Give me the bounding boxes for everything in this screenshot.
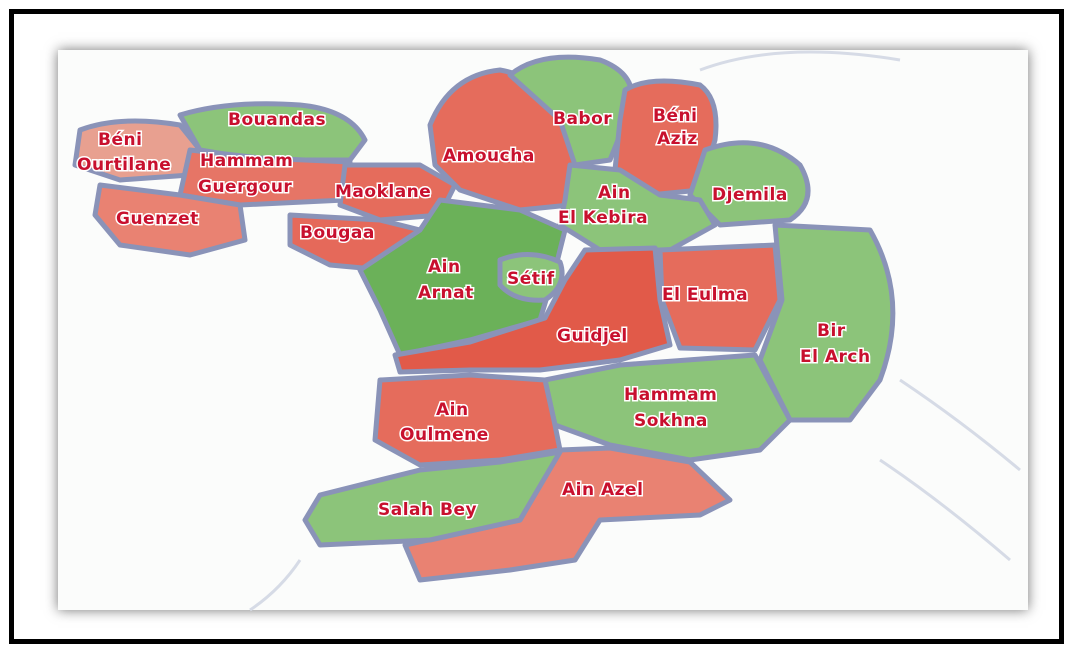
label-ain-arnat-1: Ain xyxy=(428,257,461,277)
label-el-eulma: El Eulma xyxy=(662,285,748,305)
label-ain-el-kebira-1: Ain xyxy=(598,183,631,203)
label-ain-el-kebira-2: El Kebira xyxy=(558,208,648,228)
region-ain-el-kebira xyxy=(557,162,718,253)
label-guidjel: Guidjel xyxy=(557,326,628,346)
label-ain-azel: Ain Azel xyxy=(562,480,643,500)
region-bir-el-arch xyxy=(757,222,896,423)
label-amoucha: Amoucha xyxy=(443,146,535,166)
region-djemila xyxy=(687,140,811,228)
label-salah-bey: Salah Bey xyxy=(378,500,477,520)
label-hammam-sokhna-2: Sokhna xyxy=(634,411,708,431)
label-ain-arnat-2: Arnat xyxy=(418,283,474,303)
label-bir-el-arch-2: El Arch xyxy=(800,347,871,367)
label-maoklane: Maoklane xyxy=(335,182,431,202)
region-ain-oulmene xyxy=(372,372,563,468)
region-salah-bey xyxy=(302,449,563,548)
region-bouandas xyxy=(177,101,368,163)
label-babor: Babor xyxy=(553,109,612,129)
label-bir-el-arch-1: Bir xyxy=(817,321,846,341)
label-ain-oulmene-1: Ain xyxy=(436,400,469,420)
label-beni-ourtilane-1: Béni xyxy=(98,130,142,150)
region-setif xyxy=(497,252,565,303)
label-guenzet: Guenzet xyxy=(116,209,199,229)
label-setif: Sétif xyxy=(507,269,555,289)
label-hammam-sokhna-1: Hammam xyxy=(624,385,717,405)
region-guenzet xyxy=(92,182,248,258)
label-hammam-guergour-2: Guergour xyxy=(198,177,292,197)
label-beni-aziz-1: Béni xyxy=(653,106,697,126)
background-roads xyxy=(249,50,1021,612)
region-hammam-sokhna xyxy=(542,352,793,463)
label-beni-ourtilane-2: Ourtilane xyxy=(77,155,171,175)
label-hammam-guergour-1: Hammam xyxy=(200,151,293,171)
label-beni-aziz-2: Aziz xyxy=(657,129,698,149)
label-djemila: Djemila xyxy=(712,185,788,205)
label-ain-oulmene-2: Oulmene xyxy=(400,425,489,445)
label-bougaa: Bougaa xyxy=(300,223,375,243)
label-bouandas: Bouandas xyxy=(228,110,326,130)
